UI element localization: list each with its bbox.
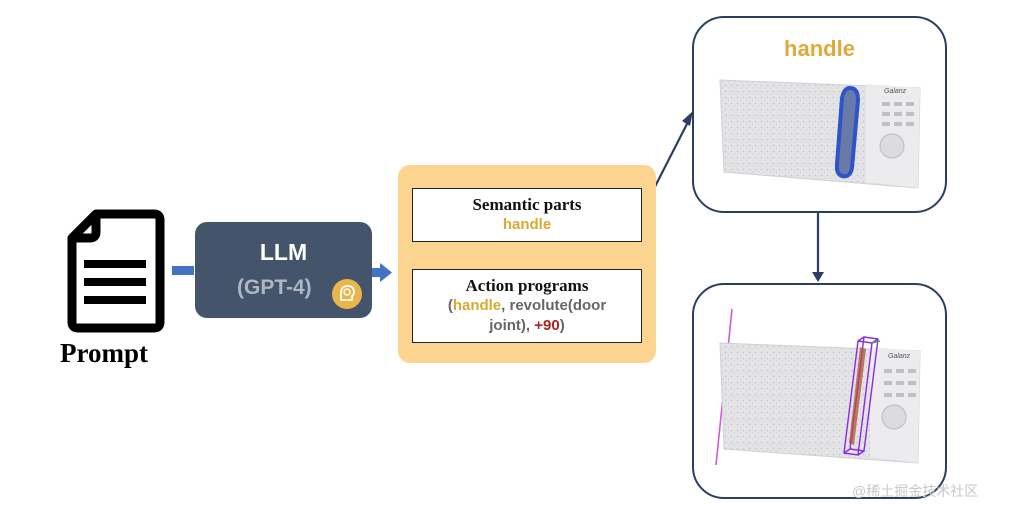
llm-model: (GPT-4) [237, 276, 312, 299]
action-part-handle: handle [452, 297, 502, 314]
microwave-segmentation-image: Galanz [719, 79, 921, 189]
microwave-brand: Galanz [884, 88, 907, 95]
llm-box: LLM (GPT-4) [195, 222, 372, 318]
handle-segmentation-label: handle [784, 36, 855, 61]
semantic-part-handle: handle [502, 216, 552, 233]
semantic-parts-card: Semantic parts handle [412, 188, 642, 242]
document-icon [67, 209, 165, 333]
control-dial [881, 404, 907, 430]
action-program-line-2: joint), +90) [413, 316, 641, 336]
handle-point-cloud [849, 347, 866, 445]
arrow-llm-to-panel-shaft [372, 268, 382, 277]
semantic-parts-title: Semantic parts [472, 195, 582, 214]
watermark: @稀土掘金技术社区 [852, 483, 979, 499]
action-open-paren: ( [447, 297, 453, 314]
action-program-line-1: (handle, revolute(door [413, 296, 641, 316]
prompt-label: Prompt [60, 338, 148, 368]
brain-icon [332, 279, 362, 309]
microwave-action-image: Galanz [715, 308, 921, 466]
control-buttons [884, 369, 916, 397]
bbox-axis-green [871, 340, 881, 344]
action-close-paren: ) [559, 317, 565, 334]
segmented-handle [834, 85, 861, 179]
action-joint: joint), [489, 317, 535, 334]
control-dial [879, 133, 905, 159]
action-result-frame: Galanz [692, 283, 947, 499]
arrow-top-to-bottom-frame-head [812, 272, 824, 282]
handle-segmentation-frame: handle Galanz [692, 16, 947, 213]
action-angle: +90 [534, 317, 560, 334]
action-programs-title: Action programs [465, 276, 589, 295]
arrow-prompt-to-llm [172, 266, 194, 275]
control-buttons [882, 102, 914, 126]
arrow-semantic-to-frame-head [682, 111, 693, 126]
action-programs-card: Action programs (handle, revolute(door j… [412, 269, 642, 343]
arrow-llm-to-panel-head [380, 263, 392, 282]
output-panel: Semantic parts handle Action programs (h… [398, 165, 656, 363]
microwave-brand: Galanz [888, 353, 911, 360]
llm-title: LLM [259, 239, 308, 265]
action-revolute: , revolute(door [501, 297, 607, 314]
